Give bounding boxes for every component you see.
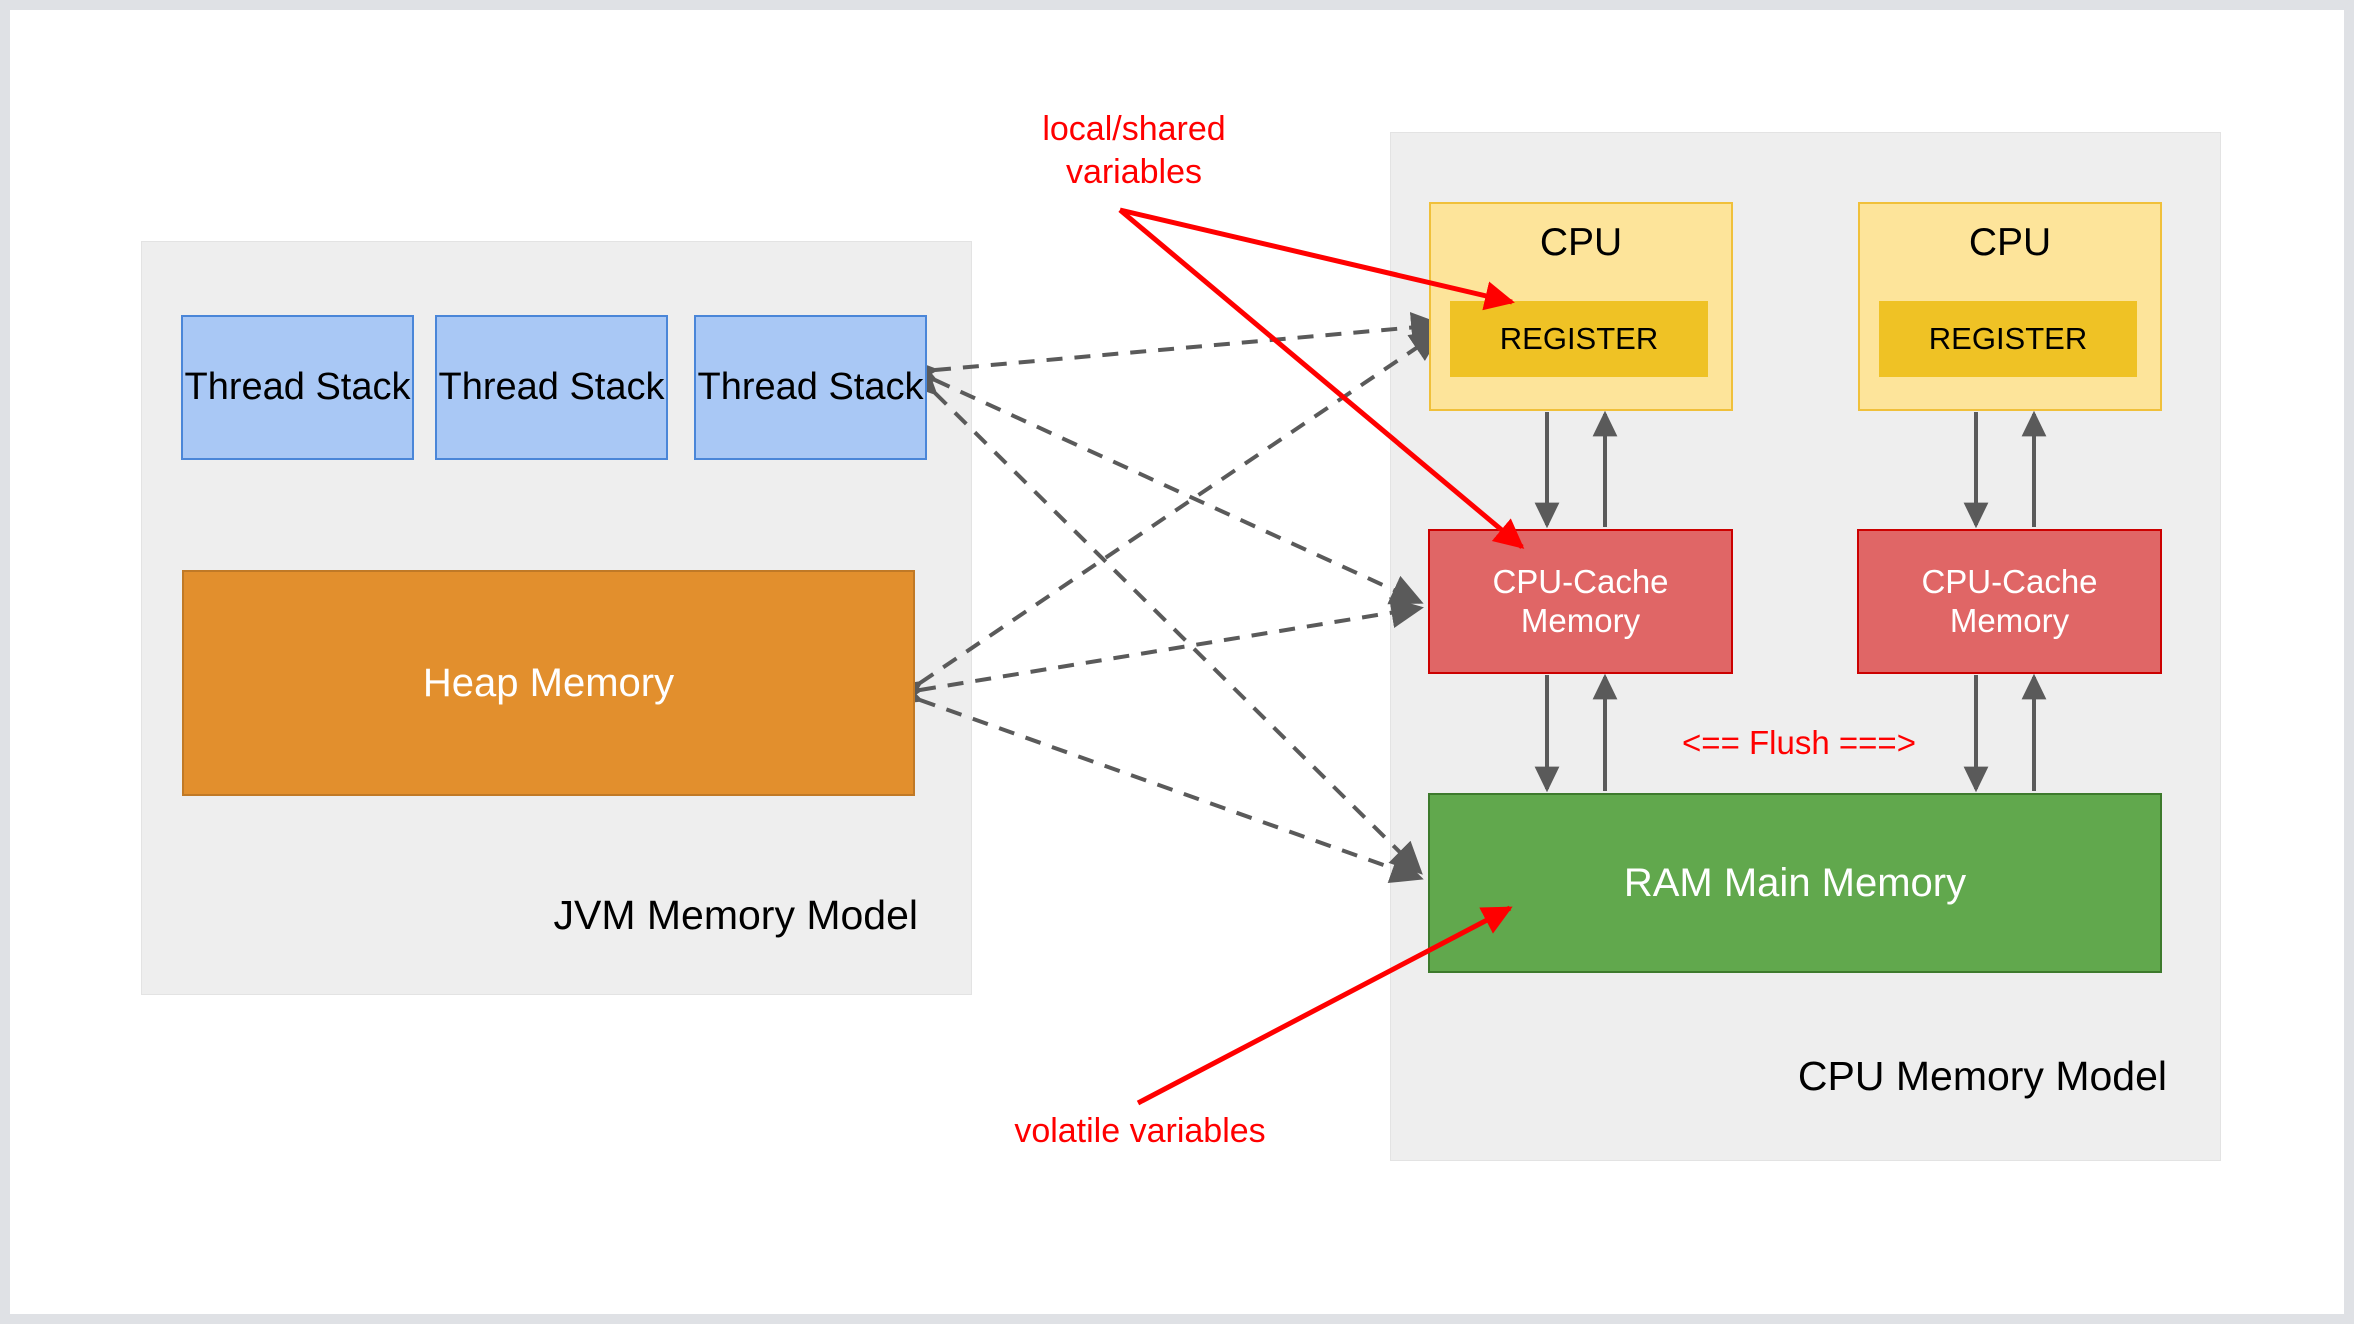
- register-box-1[interactable]: REGISTER: [1450, 301, 1708, 377]
- thread-stack-box-2[interactable]: Thread Stack: [435, 315, 668, 460]
- dashed-link-heap-cache: [889, 597, 1424, 711]
- jvm-panel-title: JVM Memory Model: [553, 892, 918, 938]
- flush-label: <== Flush ===>: [1682, 724, 1916, 761]
- register-box-2[interactable]: REGISTER: [1879, 301, 2137, 377]
- cpu-panel-title: CPU Memory Model: [1797, 1053, 2167, 1099]
- cpu-cache-memory-box-2[interactable]: CPU-Cache Memory: [1857, 529, 2162, 674]
- thread-stack-box-3[interactable]: Thread Stack: [694, 315, 927, 460]
- dashed-link-heap-ram: [887, 675, 1424, 884]
- heap-memory-box[interactable]: Heap Memory: [182, 570, 915, 796]
- dashed-link-threadstack-ram: [903, 361, 1423, 875]
- dashed-link-heap-register: [887, 329, 1444, 713]
- thread-stack-box-1[interactable]: Thread Stack: [181, 315, 414, 460]
- ram-main-memory-box[interactable]: RAM Main Memory: [1428, 793, 2162, 973]
- annotation-local-shared-variables: local/shared variables: [1042, 110, 1226, 191]
- dashed-link-threadstack-cache: [902, 353, 1424, 605]
- cpu-cache-memory-box-1[interactable]: CPU-Cache Memory: [1428, 529, 1733, 674]
- dashed-link-threadstack-register: [904, 312, 1444, 389]
- annotation-volatile-variables: volatile variables: [1014, 1112, 1266, 1150]
